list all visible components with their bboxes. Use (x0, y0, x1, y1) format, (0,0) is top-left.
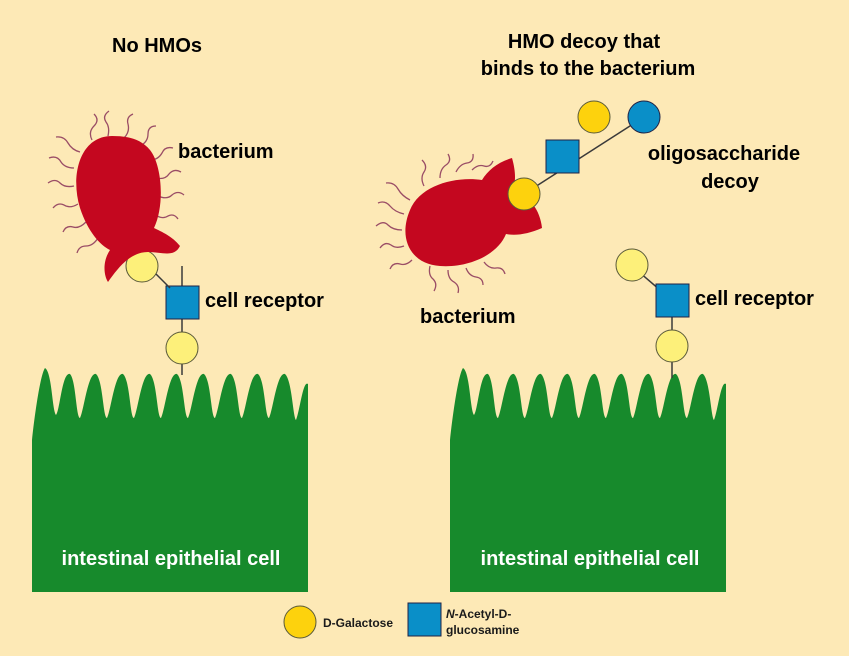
left-bacterium-flagella (47, 110, 185, 254)
right-receptor-label: cell receptor (695, 288, 814, 310)
left-receptor-label: cell receptor (205, 290, 324, 312)
decoy-link (523, 116, 645, 195)
right-receptor-glcnac (655, 283, 690, 318)
legend-glcnac-icon (407, 602, 442, 637)
right-bacterium-label: bacterium (420, 306, 516, 328)
right-cell-label: intestinal epithelial cell (481, 548, 700, 570)
right-receptor-galactose-top (615, 248, 649, 282)
right-panel: HMO decoy that binds to the bacterium in… (375, 31, 814, 592)
right-bacterium-body (405, 158, 542, 267)
right-bacterium-flagella (375, 153, 506, 294)
right-panel-title-line2: binds to the bacterium (481, 58, 695, 80)
legend-galactose-icon (283, 605, 317, 639)
decoy-bound-galactose (507, 177, 541, 211)
left-bacterium-body (76, 136, 180, 282)
right-bacterium: bacterium (375, 153, 542, 328)
legend-glcnac-prefix: N (446, 607, 455, 621)
legend-galactose-label: D-Galactose (323, 616, 393, 630)
left-receptor-glcnac (165, 285, 200, 320)
right-receptor-galactose-bottom (655, 329, 689, 363)
left-bacterium-label: bacterium (178, 141, 274, 163)
left-panel-title: No HMOs (112, 35, 202, 57)
legend-glcnac-rest: -Acetyl-D- (455, 607, 512, 621)
right-panel-title-line1: HMO decoy that (508, 31, 661, 53)
left-cell-label: intestinal epithelial cell (62, 548, 281, 570)
decoy-label-line2: decoy (701, 171, 760, 193)
left-bacterium: bacterium (47, 110, 274, 282)
decoy-glcnac-circle (627, 100, 661, 134)
left-panel: No HMOs intestinal epithelial cell cell … (32, 35, 324, 592)
decoy-glcnac (545, 139, 580, 174)
decoy-label-line1: oligosaccharide (648, 143, 800, 165)
left-receptor-link-top (155, 273, 171, 289)
legend-glcnac-label-line1: N-Acetyl-D- (446, 607, 511, 621)
decoy-galactose (577, 100, 611, 134)
right-epithelial-cell (450, 368, 726, 592)
left-receptor-galactose-bottom (165, 331, 199, 365)
legend-glcnac-label-line2: glucosamine (446, 623, 520, 637)
left-epithelial-cell (32, 368, 308, 592)
legend: D-Galactose N-Acetyl-D- glucosamine (283, 602, 520, 639)
